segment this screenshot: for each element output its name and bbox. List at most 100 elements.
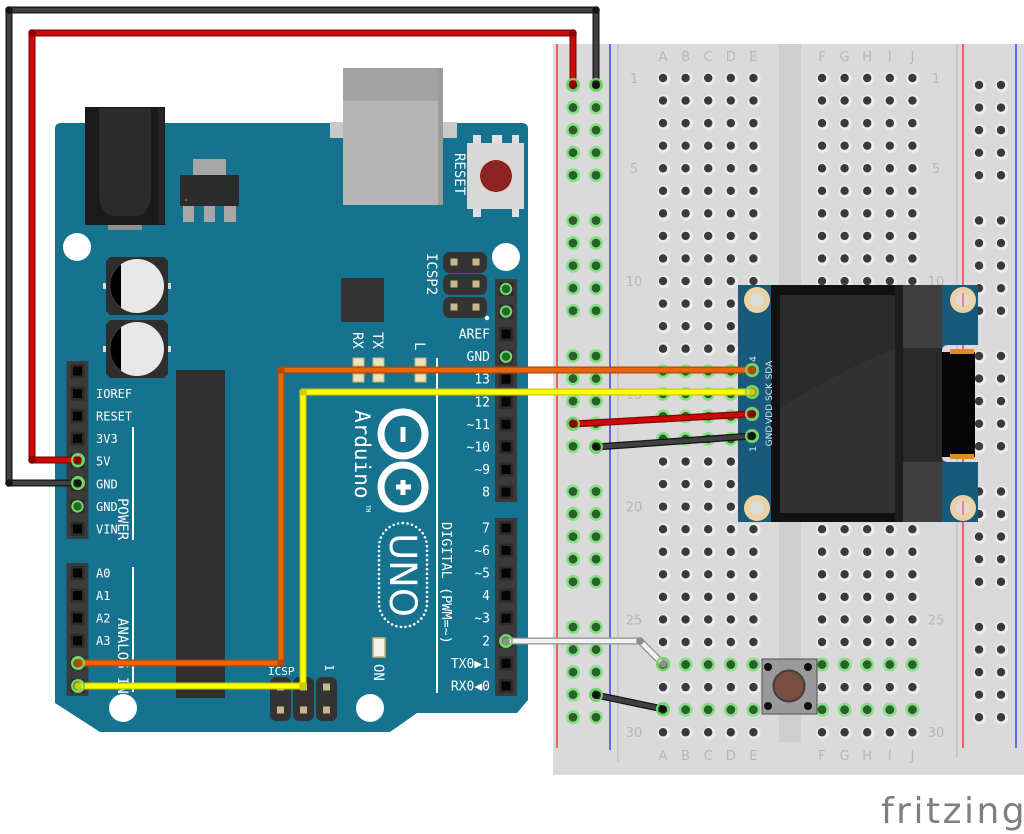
breadboard-hole-g3: [838, 117, 852, 131]
column-label-c-top: C: [704, 50, 713, 65]
power-pin-ioref: [70, 386, 85, 401]
breadboard-hole-i8: [884, 230, 897, 244]
hole-opening: [974, 238, 984, 248]
breadboard-hole-a19: [657, 478, 671, 492]
voltage-regulator: [180, 159, 239, 222]
breadboard-hole-h6: [861, 185, 875, 198]
usb-top: [343, 68, 443, 101]
hole-opening: [726, 525, 735, 534]
pin-opening: [501, 613, 511, 623]
wire-end-connector: [71, 453, 85, 467]
hole-opening: [591, 238, 601, 248]
breadboard-hole-i21: [884, 523, 897, 537]
digital-low-pin-3: [499, 611, 513, 626]
hole-opening: [704, 479, 713, 489]
left-rail-minus-hole: [589, 100, 603, 115]
wire-core: [75, 367, 755, 666]
hole-opening: [568, 667, 578, 677]
hole-opening: [681, 344, 690, 353]
right-rail-plus-hole: [973, 666, 987, 680]
breadboard-hole-a2: [657, 94, 671, 108]
power-pin-vin-label: VIN: [96, 522, 118, 536]
breadboard-hole-d7: [725, 207, 738, 221]
breadboard-hole-b7: [679, 207, 693, 221]
breadboard-hole-f7: [816, 207, 830, 221]
hole-opening: [749, 570, 758, 579]
hole-opening: [591, 622, 601, 632]
hole-opening: [726, 660, 736, 669]
power-pin-gnd-label: GND: [96, 500, 118, 514]
hole-opening: [726, 209, 735, 218]
analog-pin-a0: [70, 566, 85, 580]
breadboard-hole-a26: [657, 636, 671, 650]
analog-group-label: ANALOG IN: [114, 618, 130, 694]
breadboard-hole-e30: [747, 726, 761, 740]
right-rail-plus-hole: [973, 79, 987, 93]
breadboard-hole-b10: [679, 275, 693, 289]
hole-opening: [749, 547, 758, 556]
hole-opening: [704, 728, 713, 737]
wire-end-connector: [589, 78, 603, 92]
breadboard-hole-e6: [747, 185, 761, 198]
breadboard-hole-e4: [747, 139, 761, 153]
left-rail-plus-hole: [566, 574, 580, 589]
hole-opening: [840, 547, 849, 556]
hole-opening: [704, 231, 713, 241]
hole-opening: [885, 254, 894, 263]
right-rail-minus-hole: [995, 124, 1009, 138]
rx-led-pad: [352, 357, 365, 367]
breadboard-hole-j21: [906, 523, 920, 537]
wire-end-connector: [745, 429, 759, 443]
hole-opening: [591, 103, 601, 112]
hole-opening: [726, 186, 735, 195]
breadboard-hole-h27: [860, 657, 875, 672]
breadboard-hole-e10: [747, 275, 761, 289]
capacitor-top: [110, 259, 164, 313]
left-rail-plus-hole: [566, 529, 580, 544]
column-label-a-bottom: A: [659, 749, 668, 764]
wire-end-connector: [71, 656, 85, 670]
breadboard-hole-h21: [861, 523, 875, 537]
hole-opening: [681, 682, 690, 692]
hole-opening: [704, 525, 713, 534]
hole-opening: [681, 479, 690, 489]
hole-opening: [658, 615, 668, 624]
breadboard-hole-c25: [702, 613, 716, 627]
capacitor-polarity-mark: [110, 264, 121, 308]
hole-opening: [996, 80, 1006, 90]
breadboard-hole-f1: [816, 72, 830, 86]
power-pin-vin: [70, 521, 85, 536]
breadboard-hole-c28: [702, 681, 716, 695]
hole-opening: [974, 622, 984, 632]
breadboard-hole-f22: [816, 545, 830, 559]
icsp2-pin: [472, 303, 480, 311]
regulator-leg: [224, 206, 236, 222]
column-label-e-bottom: E: [749, 749, 757, 764]
hole-opening: [840, 96, 849, 105]
hole-opening: [704, 276, 713, 286]
hole-opening: [591, 261, 601, 271]
hole-opening: [840, 570, 849, 579]
hole-opening: [704, 615, 713, 624]
column-label-h-bottom: H: [862, 749, 872, 764]
breadboard-hole-b18: [679, 455, 693, 469]
breadboard-hole-i29: [882, 702, 897, 717]
hole-opening: [681, 276, 690, 286]
digital-low-pin-5: [499, 566, 513, 581]
hole-opening: [658, 502, 668, 511]
breadboard-hole-d1: [725, 72, 738, 86]
breadboard-hole-d3: [725, 117, 738, 131]
breadboard-hole-f8: [816, 230, 830, 244]
wire-end-connector: [745, 407, 759, 421]
right-rail-plus-hole: [973, 259, 987, 273]
capacitor-top: [110, 322, 164, 376]
hole-opening: [974, 713, 984, 722]
hole-opening: [681, 615, 690, 624]
breadboard-hole-i22: [884, 545, 897, 559]
breadboard-hole-d23: [725, 568, 738, 582]
rx-led-label: RX: [349, 332, 365, 349]
breadboard-hole-i10: [884, 275, 897, 289]
breadboard-hole-i27: [882, 657, 897, 672]
wire-end-connector: [656, 657, 670, 671]
icsp2-pin: [472, 258, 480, 266]
